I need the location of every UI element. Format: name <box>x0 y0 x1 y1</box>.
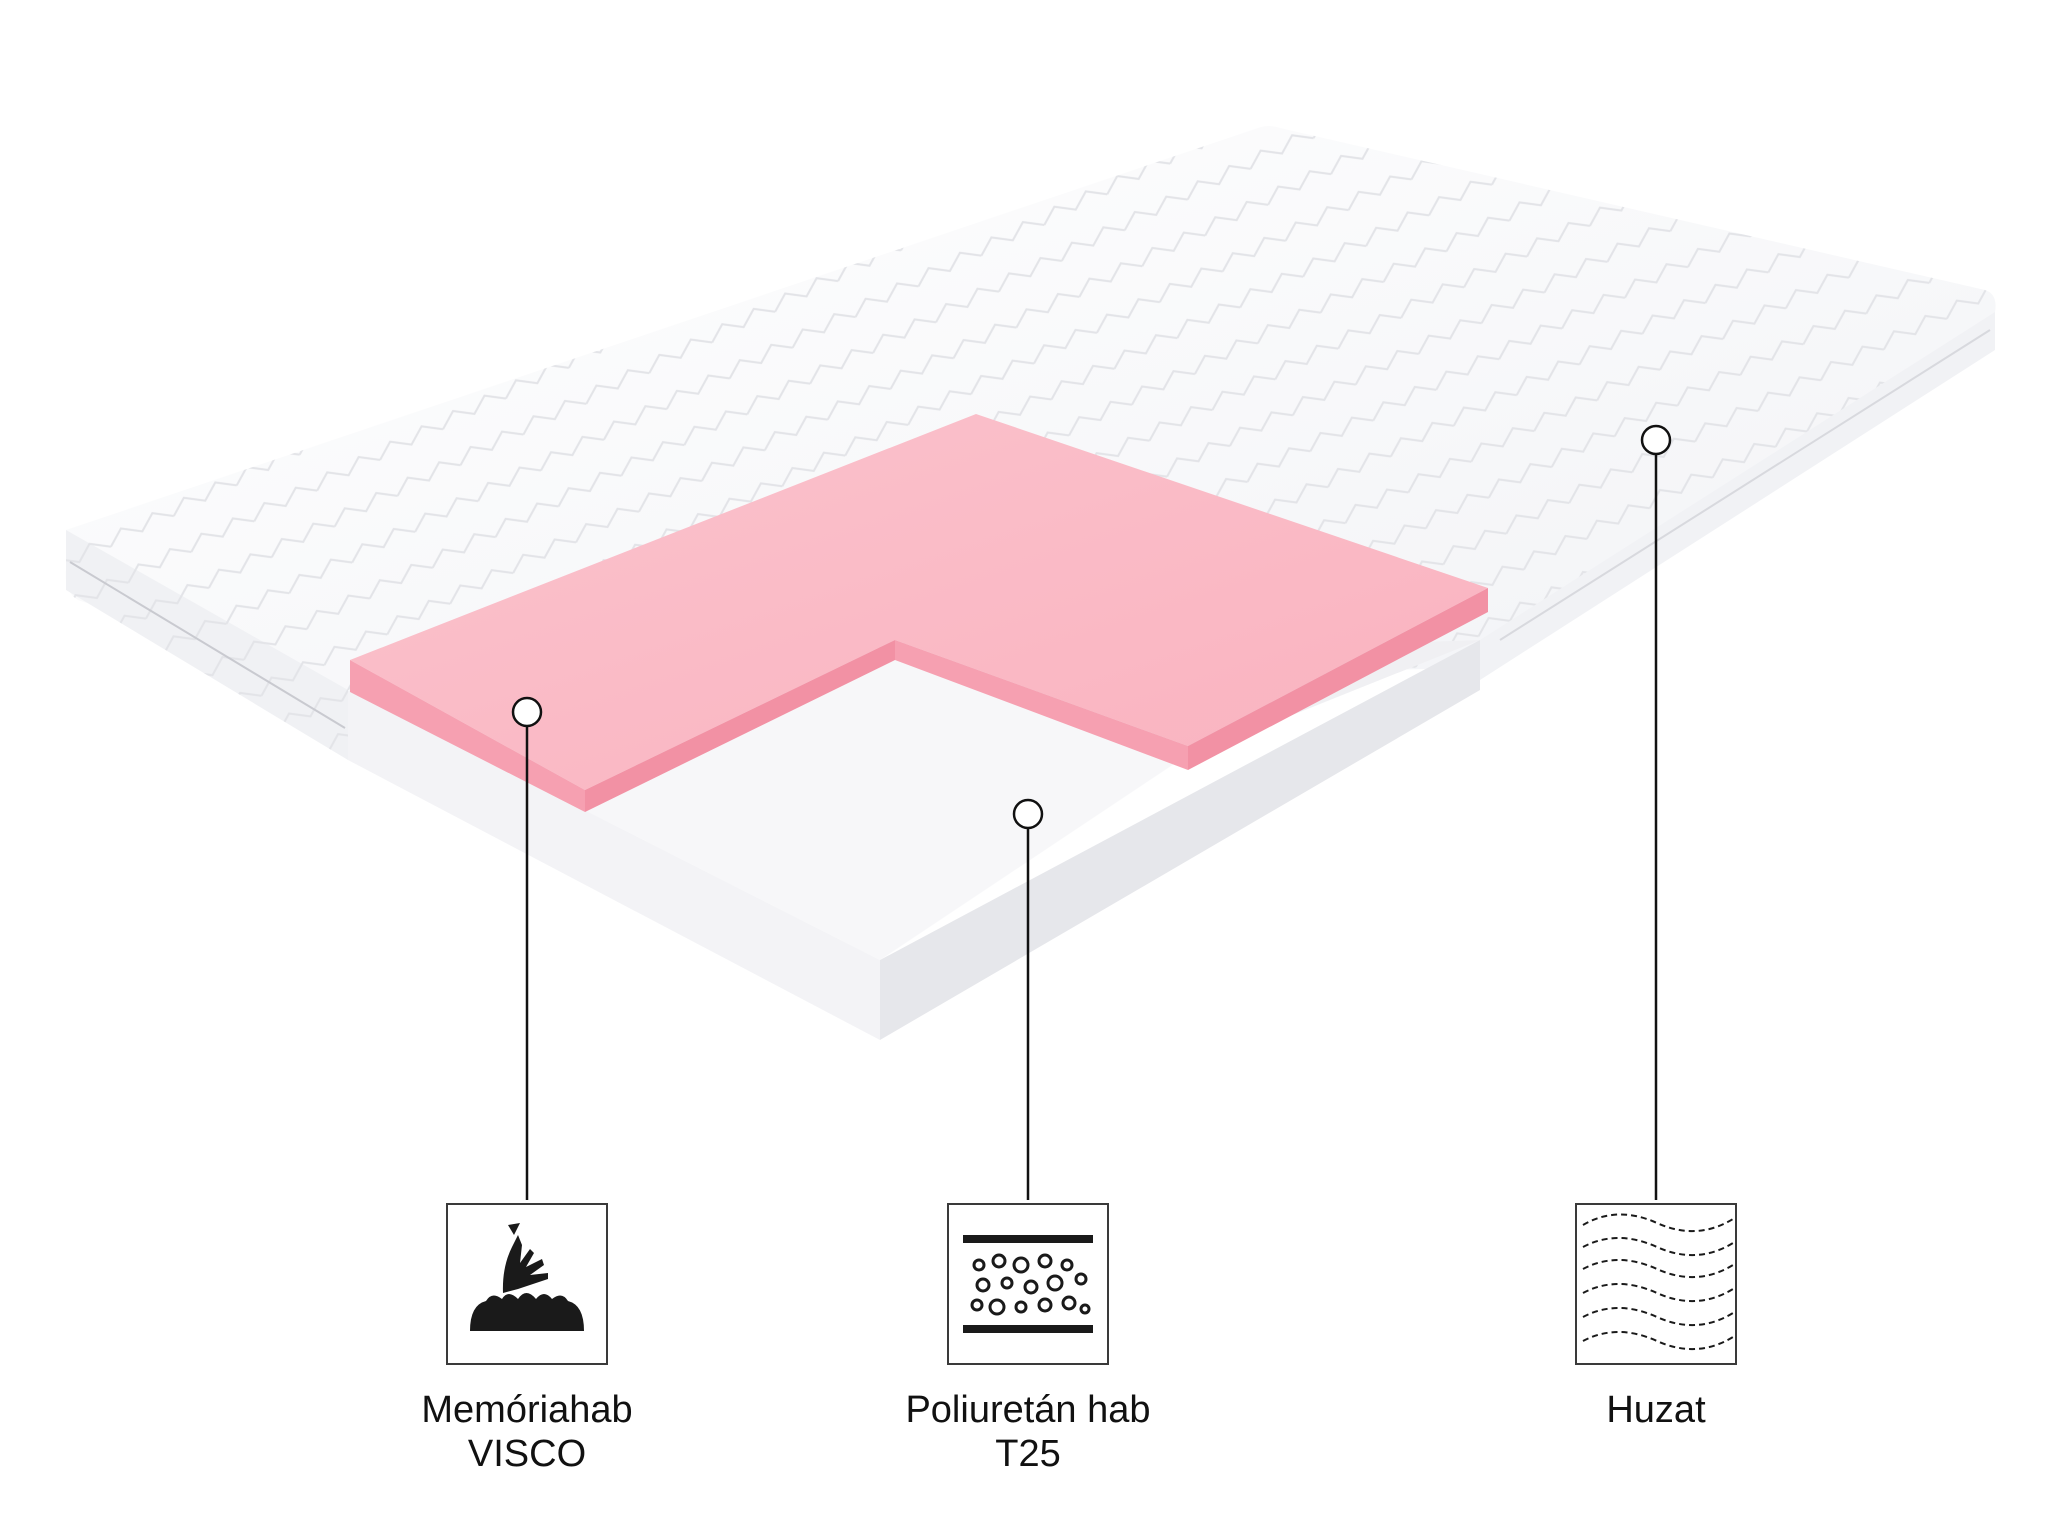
memory-foam-layer <box>350 414 1488 812</box>
pu-foam-name: Poliuretán hab <box>905 1389 1151 1431</box>
memory-foam-label: Memóriahab VISCO <box>347 1388 707 1476</box>
pu-foam-icon-box <box>947 1203 1109 1365</box>
memory-callout-dot <box>511 696 543 728</box>
memory-foam-name: Memóriahab <box>421 1389 633 1431</box>
hand-pressing-foam-icon <box>470 1223 584 1331</box>
mattress-cover <box>65 126 1996 760</box>
cover-callout-dot <box>1640 424 1672 456</box>
cover-label: Huzat <box>1476 1388 1836 1432</box>
foam-cells-icon <box>963 1235 1093 1333</box>
pu-foam-grade: T25 <box>995 1433 1061 1475</box>
wavy-fabric-icon <box>1582 1213 1734 1350</box>
cover-icon-box <box>1575 1203 1737 1365</box>
pu-callout-dot <box>1012 798 1044 830</box>
cover-name: Huzat <box>1606 1389 1706 1431</box>
memory-foam-grade: VISCO <box>467 1433 587 1475</box>
memory-foam-icon-box <box>446 1203 608 1365</box>
pu-foam-label: Poliuretán hab T25 <box>848 1388 1208 1476</box>
